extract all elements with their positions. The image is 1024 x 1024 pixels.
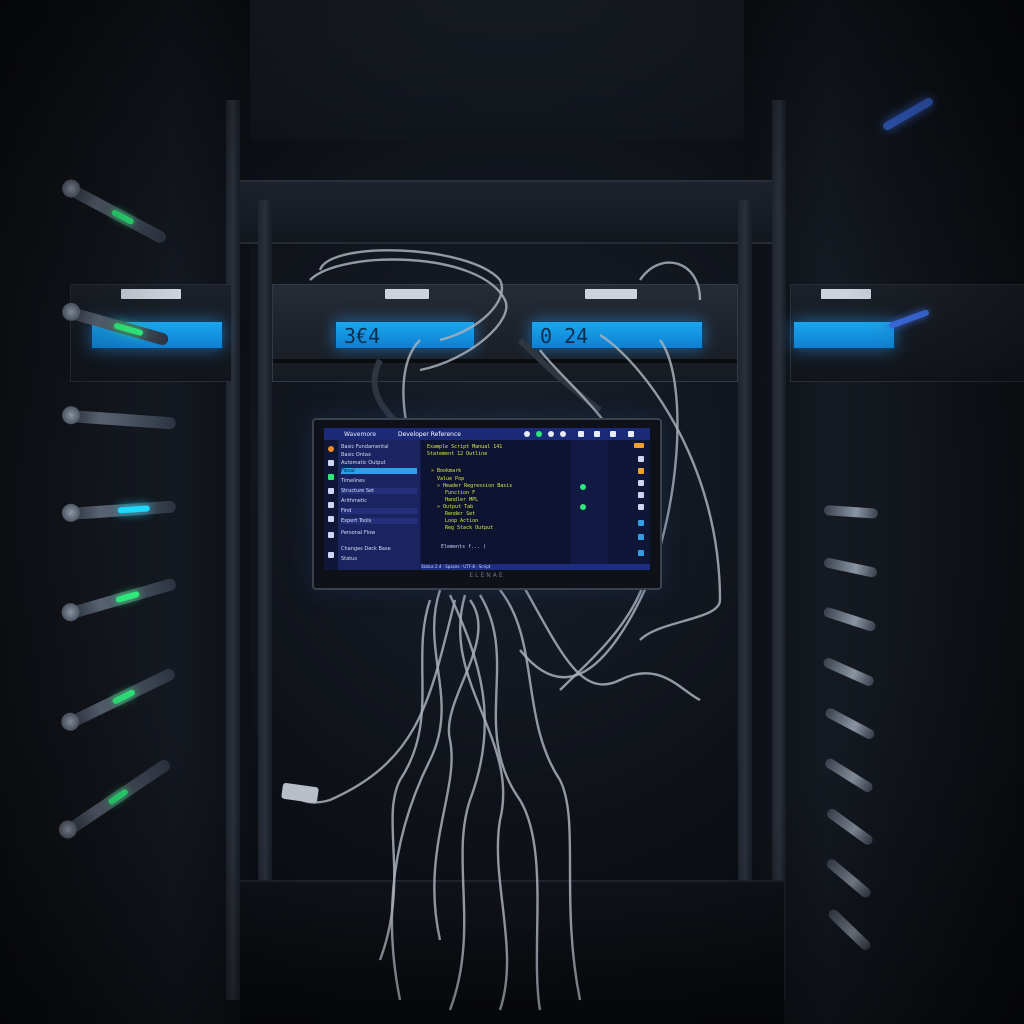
- sidebar-item[interactable]: Personal Flow: [341, 530, 376, 536]
- settings-icon[interactable]: [328, 516, 334, 522]
- sidebar-item[interactable]: Basic Ontax: [341, 452, 371, 458]
- sidebar-item[interactable]: Status: [341, 556, 357, 562]
- sidebar-item-active[interactable]: Fiscal: [341, 468, 417, 474]
- toolbar-icon[interactable]: [628, 431, 634, 437]
- ide-right-toolbar: [608, 440, 650, 570]
- toolbar-icon[interactable]: [524, 431, 530, 437]
- toolbar-icon[interactable]: [638, 480, 644, 486]
- monitor-brand: ELENAE: [469, 572, 505, 579]
- code-editor[interactable]: Example Script Manual 141 Statement 12 O…: [421, 440, 571, 570]
- code-line: Handler MPL: [445, 497, 479, 503]
- code-line: Loop Action: [445, 518, 479, 524]
- code-line: » Bookmark: [431, 468, 462, 474]
- ide-app-title: Wavemore: [344, 431, 377, 438]
- toolbar-icon[interactable]: [560, 431, 566, 437]
- debug-icon[interactable]: [328, 488, 334, 494]
- toolbar-icon[interactable]: [638, 520, 644, 526]
- toolbar-icon[interactable]: [638, 534, 644, 540]
- toolbar-icon[interactable]: [594, 431, 600, 437]
- editor-subheading: Statement 12 Outline: [427, 451, 488, 457]
- code-line: Value Pop: [437, 476, 465, 482]
- ide-activity-bar: [324, 440, 338, 570]
- toolbar-icon[interactable]: [578, 431, 584, 437]
- sidebar-item[interactable]: Arithmetic: [341, 498, 368, 504]
- status-icon: [580, 484, 586, 490]
- account-icon[interactable]: [328, 532, 334, 538]
- source-control-icon[interactable]: [328, 474, 334, 480]
- search-icon[interactable]: [328, 460, 334, 466]
- code-line: » Header Regression Basis: [437, 483, 513, 489]
- code-line: Reg Stack Output: [445, 525, 494, 531]
- sidebar-item[interactable]: Find: [341, 508, 417, 514]
- code-line: » Output Tab: [437, 504, 474, 510]
- sidebar-item[interactable]: Changes Deck Base: [341, 546, 391, 552]
- toolbar-icon[interactable]: [638, 456, 644, 462]
- toolbar-icon[interactable]: [610, 431, 616, 437]
- ide-window-title: Developer Reference: [398, 431, 461, 438]
- outline-panel: [572, 440, 608, 570]
- sidebar-item[interactable]: Automatic Output: [341, 460, 386, 466]
- editor-heading: Example Script Manual 141: [427, 444, 503, 450]
- ide-screen: Wavemore Developer Reference: [324, 428, 650, 570]
- code-line: Render Set: [445, 511, 476, 517]
- toolbar-icon[interactable]: [638, 550, 644, 556]
- sidebar-item[interactable]: Basic Fundamental: [341, 444, 389, 450]
- explorer-icon[interactable]: [328, 446, 334, 452]
- notification-icon[interactable]: [634, 443, 644, 448]
- sidebar-item[interactable]: Expert Tools: [341, 518, 417, 524]
- sidebar-item[interactable]: Timelines: [341, 478, 365, 484]
- sidebar-item[interactable]: Structure Set: [341, 488, 417, 494]
- toolbar-icon[interactable]: [638, 492, 644, 498]
- ide-status-bar: Status 2.4 · Spaces · UTF-8 · Script: [421, 564, 650, 570]
- code-line: Function F: [445, 490, 476, 496]
- ide-title-bar: Wavemore Developer Reference: [324, 428, 650, 440]
- run-icon[interactable]: [536, 431, 542, 437]
- extensions-icon[interactable]: [328, 502, 334, 508]
- status-icon: [580, 504, 586, 510]
- code-line: Elements f... ): [441, 544, 487, 550]
- toolbar-icon[interactable]: [548, 431, 554, 437]
- gear-icon[interactable]: [328, 552, 334, 558]
- toolbar-icon[interactable]: [638, 468, 644, 474]
- toolbar-icon[interactable]: [638, 504, 644, 510]
- ide-sidebar: Basic Fundamental Basic Ontax Automatic …: [338, 440, 420, 570]
- monitor: Wavemore Developer Reference: [312, 418, 662, 590]
